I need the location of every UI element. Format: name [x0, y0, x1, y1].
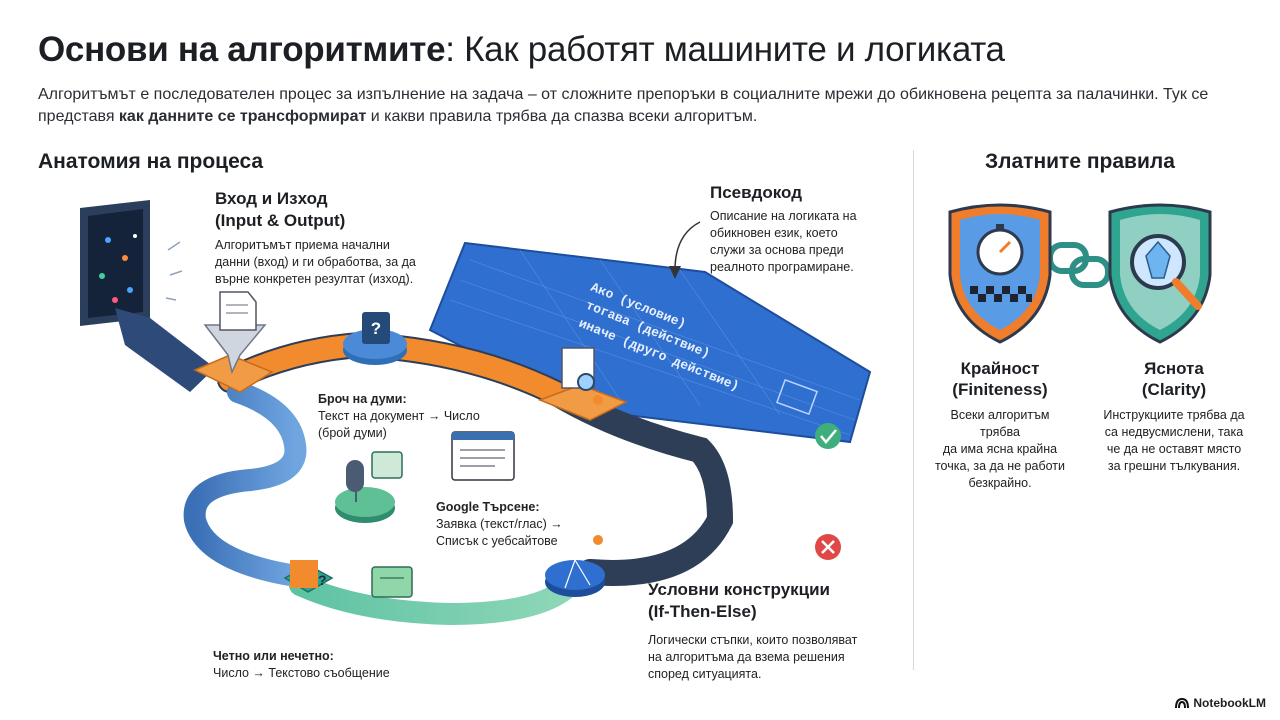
clarity-shield-icon [1108, 203, 1212, 344]
magnifier-node [537, 347, 628, 421]
io-body-line1: Алгоритъмът приема начални [215, 238, 390, 252]
rule-clarity-body-line4: за грешни тълкувания. [1107, 459, 1241, 473]
conditionals-title-line1: Условни конструкции [648, 580, 831, 599]
word-count-title: Броч на думи: [318, 392, 407, 406]
odd-even-title: Четно или нечетно: [213, 649, 334, 663]
pseudocode-body-line1: Описание на логиката на [710, 209, 857, 223]
rule-finiteness-title-line2: (Finiteness) [952, 380, 1048, 399]
odd-even-line1: Число → Текстово съобщение [213, 666, 390, 680]
decision-disc [545, 535, 605, 597]
input-monitor-icon [80, 200, 150, 326]
rule-clarity-body-line2: са недвусмислени, така [1104, 425, 1244, 439]
process-illustration: Ако (условие) тогава (действие) иначе (д… [80, 200, 872, 626]
rule-clarity-body-line1: Инструкциите трябва да [1103, 408, 1245, 422]
io-block: Вход и Изход (Input & Output) Алгоритъмъ… [215, 188, 416, 288]
conditionals-title-line2: (If-Then-Else) [648, 602, 757, 621]
pseudocode-body-line2: обикновен език, което [710, 226, 838, 240]
io-body-line3: върне конкретен резултат (изход). [215, 272, 414, 286]
brand-watermark: NotebookLM [1175, 696, 1266, 710]
word-count-line2: (брой думи) [318, 426, 387, 440]
document-window-icon [451, 431, 515, 481]
conditionals-body-line1: Логически стъпки, които позволяват [648, 633, 858, 647]
microphone-disc [335, 451, 403, 523]
io-title-line1: Вход и Изход [215, 189, 328, 208]
rule-finiteness-body-line2: да има ясна крайна [942, 442, 1058, 456]
io-title-line2: (Input & Output) [215, 211, 346, 230]
pseudocode-body-line4: реалното програмиране. [710, 260, 854, 274]
rule-finiteness-body-line1: Всеки алгоритъм трябва [950, 408, 1050, 439]
chain-link-icon [1047, 242, 1111, 288]
cross-icon [815, 534, 841, 560]
track-blue [183, 381, 307, 586]
brand-label: NotebookLM [1193, 696, 1266, 710]
finiteness-shield-icon [948, 203, 1052, 344]
odd-even-block: Четно или нечетно: Число → Текстово съоб… [213, 648, 390, 682]
svg-text:?: ? [371, 319, 381, 338]
pseudocode-arrow [674, 221, 701, 271]
page-title: Основи на алгоритмите: Как работят машин… [38, 30, 1005, 69]
word-count-block: Броч на думи: Текст на документ → Число … [318, 391, 480, 442]
rule-clarity: Яснота (Clarity) Инструкциите трябва да … [1094, 358, 1254, 475]
pseudocode-blueprint: Ако (условие) тогава (действие) иначе (д… [428, 241, 872, 444]
pseudocode-body-line3: служи за основа преди [710, 243, 844, 257]
track-green [289, 574, 581, 626]
question-disc: ? [343, 312, 407, 365]
sparkle-marks [165, 241, 183, 301]
conditionals-body-line2: на алгоритъма да взема решения [648, 650, 845, 664]
conditionals-body-line3: според ситуацията. [648, 667, 762, 681]
google-title: Google Търсене: [436, 500, 540, 514]
google-block: Google Търсене: Заявка (текст/глас) → Сп… [436, 499, 563, 550]
rule-finiteness-body-line4: безкрайно. [968, 476, 1032, 490]
notebooklm-logo-icon [1175, 697, 1190, 709]
intro-text: Алгоритъмът е последователен процес за и… [38, 86, 1209, 125]
rule-clarity-title-line2: (Clarity) [1141, 380, 1207, 399]
question-cube: ? [283, 560, 334, 593]
google-line2: Списък с уебсайтове [436, 534, 558, 548]
section-title-anatomy: Анатомия на процеса [38, 150, 264, 173]
svg-text:?: ? [318, 572, 327, 588]
google-line1: Заявка (текст/глас) → [436, 517, 563, 531]
funnel-node [193, 291, 274, 393]
rule-finiteness-body-line3: точка, за да не работи [934, 459, 1066, 473]
section-divider [913, 150, 914, 670]
rule-finiteness-title-line1: Крайност [960, 359, 1040, 378]
check-icon [815, 423, 841, 449]
pseudocode-block: Псевдокод Описание на логиката на обикно… [710, 182, 857, 276]
io-body-line2: данни (вход) и ги обработва, за да [215, 255, 416, 269]
rule-clarity-body-line3: че да не оставят място [1106, 442, 1242, 456]
word-count-line1: Текст на документ → Число [318, 409, 480, 423]
conditionals-block: Условни конструкции (If-Then-Else) Логич… [648, 579, 857, 683]
rule-clarity-title-line1: Яснота [1144, 359, 1204, 378]
rule-finiteness: Крайност (Finiteness) Всеки алгоритъм тр… [930, 358, 1070, 492]
rules-shields [948, 203, 1212, 344]
message-bubble-icon [371, 566, 413, 598]
pseudocode-title: Псевдокод [710, 183, 802, 202]
section-title-rules: Златните правила [985, 150, 1175, 173]
